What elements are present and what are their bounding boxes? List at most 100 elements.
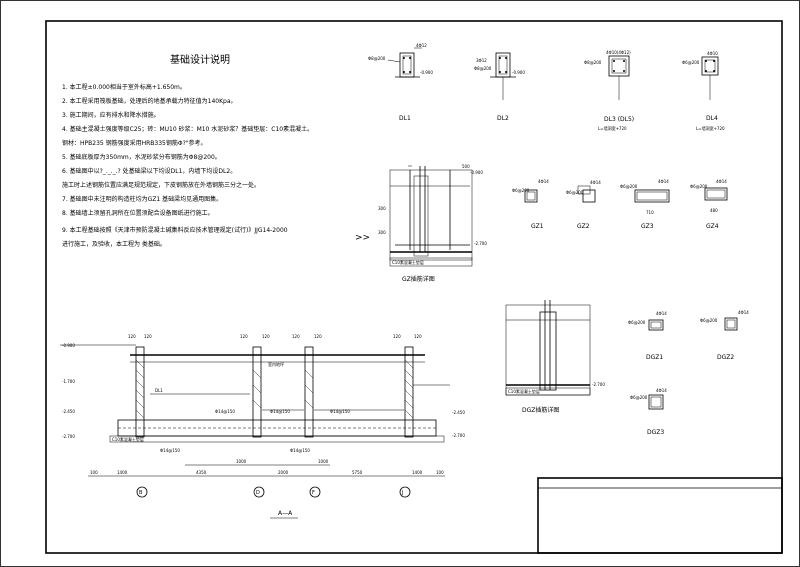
- top-dim: 120: [414, 334, 422, 339]
- rebar-label: Φ14@150: [215, 409, 235, 414]
- inner-dim: 1000: [318, 459, 329, 464]
- axis-label: B: [139, 490, 143, 496]
- dl1-elev: -0.900: [420, 70, 433, 75]
- top-dim: 120: [292, 334, 300, 339]
- gz3-top-tag: 4Φ14: [658, 179, 669, 184]
- section-a-a: -0.900 -1.700 -2.450 -2.700 -2.450 -2.70…: [60, 334, 465, 519]
- span-dim: 1400: [117, 470, 128, 475]
- rebar-label: Φ14@150: [290, 448, 310, 453]
- gz1-top-tag: 4Φ14: [538, 179, 549, 184]
- span-dim: 2000: [278, 470, 289, 475]
- elev-left: -1.700: [62, 379, 75, 384]
- axis-label: D: [256, 490, 260, 496]
- gz-elev-bottom: -2.700: [474, 241, 487, 246]
- rebar-label: Φ14@150: [330, 409, 350, 414]
- axis-bubble: [399, 486, 411, 498]
- dgz2-top-tag: 4Φ14: [738, 310, 749, 315]
- column-gz2: 4Φ14 Φ6@200 GZ2: [566, 180, 601, 230]
- dl3-note: L=墙洞宽+720: [598, 125, 627, 131]
- note-line: 1. 本工程±0.000相当于室外标高+1.650m。: [62, 83, 186, 91]
- gz2-label: GZ2: [577, 223, 590, 230]
- section-title: A—A: [278, 510, 293, 517]
- column-dgz1: 4Φ14 Φ6@200 DGZ1: [628, 311, 667, 361]
- section-dl-label: DL1: [155, 388, 163, 393]
- axis-label: J: [401, 490, 403, 496]
- gz-base: C10素混凝土垫层: [392, 259, 424, 265]
- gz1-label: GZ1: [531, 223, 544, 230]
- elev-right: -2.450: [452, 410, 465, 415]
- gz2-top-tag: 4Φ14: [590, 180, 601, 185]
- span-dim: 100: [436, 470, 444, 475]
- beam-dl2: 3Φ12 Φ8@200 -0.900 DL2: [474, 52, 525, 122]
- dl1-side-tag: Φ8@200: [368, 56, 386, 61]
- column-dgz3: 4Φ14 Φ6@200 DGZ3: [630, 388, 667, 436]
- column-gz1: 4Φ14 Φ6@200 GZ1: [512, 179, 549, 230]
- top-dim: 120: [240, 334, 248, 339]
- note-line: 2. 本工程采用筏板基础，处理后的地基承载力特征值为140Kpa。: [62, 97, 237, 105]
- axis-label: F: [312, 490, 315, 496]
- gz1-side-tag: Φ6@200: [512, 188, 530, 193]
- note-line: 5. 基础底板厚为350mm，水泥砂浆分布钢筋为Φ8@200。: [62, 153, 221, 161]
- top-dim: 120: [393, 334, 401, 339]
- dgz1-label: DGZ1: [646, 354, 663, 361]
- dgz-base: C10素混凝土垫层: [508, 388, 540, 394]
- gz4-dim: 480: [710, 208, 718, 213]
- dgz3-side-tag: Φ6@200: [630, 395, 648, 400]
- gz3-label: GZ3: [641, 223, 654, 230]
- gz-elev-top: -0.900: [470, 170, 483, 175]
- column-gz3: 4Φ14 Φ6@200 710 GZ3: [620, 179, 670, 230]
- column-gz4: 4Φ14 Φ6@200 480 GZ4: [690, 179, 728, 230]
- dgz-detail: -2.700 C10素混凝土垫层 DGZ插筋详图: [505, 300, 605, 414]
- span-dim: 1400: [412, 470, 423, 475]
- gz-dim: 300: [378, 206, 386, 211]
- axis-bubble: [136, 486, 148, 498]
- beam-dl3: 4Φ10(4Φ12) Φ8@200 DL3 (DL5) L=墙洞宽+720: [584, 50, 634, 131]
- gz4-side-tag: Φ6@200: [690, 184, 708, 189]
- gz-dim: 300: [378, 230, 386, 235]
- note-line: 9. 本工程基础按照《天津市预防混凝土碱集料反应技术管理规定(试行)》JJG14…: [62, 226, 288, 234]
- dgz3-top-tag: 4Φ14: [656, 388, 667, 393]
- top-dim: 120: [144, 334, 152, 339]
- gz-detail: -0.900 -2.700 500 300 300 C10素混凝土垫层 GZ插筋…: [378, 164, 487, 283]
- span-dim: 100: [90, 470, 98, 475]
- gz3-dim: 710: [646, 210, 654, 215]
- gz2-side-tag: Φ6@200: [566, 190, 584, 195]
- elev-left: -2.450: [62, 409, 75, 414]
- dl4-label: DL4: [706, 115, 718, 122]
- dl1-top-tag: 4Φ12: [416, 43, 427, 48]
- span-dim: 5750: [352, 470, 363, 475]
- elev-left: -2.700: [62, 434, 75, 439]
- section-base: C10素混凝土垫层: [112, 436, 144, 442]
- dgz1-side-tag: Φ6@200: [628, 320, 646, 325]
- note-line: 8. 基础墙上须留孔洞所在位置须配合设备图纸进行施工。: [62, 209, 214, 217]
- axis-bubble: [253, 486, 265, 498]
- notes-title: 基础设计说明: [170, 53, 230, 66]
- gz4-top-tag: 4Φ14: [716, 179, 727, 184]
- note-line: 7. 基础图中未注明的构造柱均为GZ1 基础梁均见通用图集。: [62, 195, 222, 203]
- notes-block: 1. 本工程±0.000相当于室外标高+1.650m。 2. 本工程采用筏板基础…: [62, 83, 313, 248]
- column-dgz2: 4Φ14 Φ6@200 DGZ2: [700, 310, 749, 361]
- dl2-side-tag: Φ8@200: [474, 66, 492, 71]
- dgz3-label: DGZ3: [647, 429, 664, 436]
- section-cover-note: 室内地坪: [268, 361, 284, 367]
- dgz-detail-title: DGZ插筋详图: [522, 406, 559, 414]
- beam-dl4: 4Φ10 Φ6@200 DL4 L=墙洞宽+720: [682, 51, 725, 131]
- elev-left: -0.900: [62, 343, 75, 348]
- top-dim: 120: [262, 334, 270, 339]
- axis-bubble: [309, 486, 321, 498]
- dl3-label: DL3 (DL5): [604, 116, 634, 123]
- rebar-label: Φ14@150: [270, 409, 290, 414]
- note-line: 6. 基础图中以?_._._.? 处基础梁以下均设DL1，内墙下均设DL2。: [62, 167, 236, 175]
- gz4-label: GZ4: [706, 223, 719, 230]
- dl4-side-tag: Φ6@200: [682, 60, 700, 65]
- drawing-frame: [45, 20, 783, 554]
- arrow-mark: >>: [355, 233, 370, 243]
- rebar-label: Φ14@150: [160, 448, 180, 453]
- dl4-note: L=墙洞宽+720: [696, 125, 725, 131]
- elev-right: -2.700: [452, 433, 465, 438]
- inner-dim: 1000: [236, 459, 247, 464]
- dl3-top-tag: 4Φ10(4Φ12): [606, 50, 631, 55]
- gz-detail-title: GZ插筋详图: [402, 275, 435, 283]
- note-line: 钢材：HPB235 钢筋强度采用HRB335钢筋Φ?"参考。: [62, 139, 207, 147]
